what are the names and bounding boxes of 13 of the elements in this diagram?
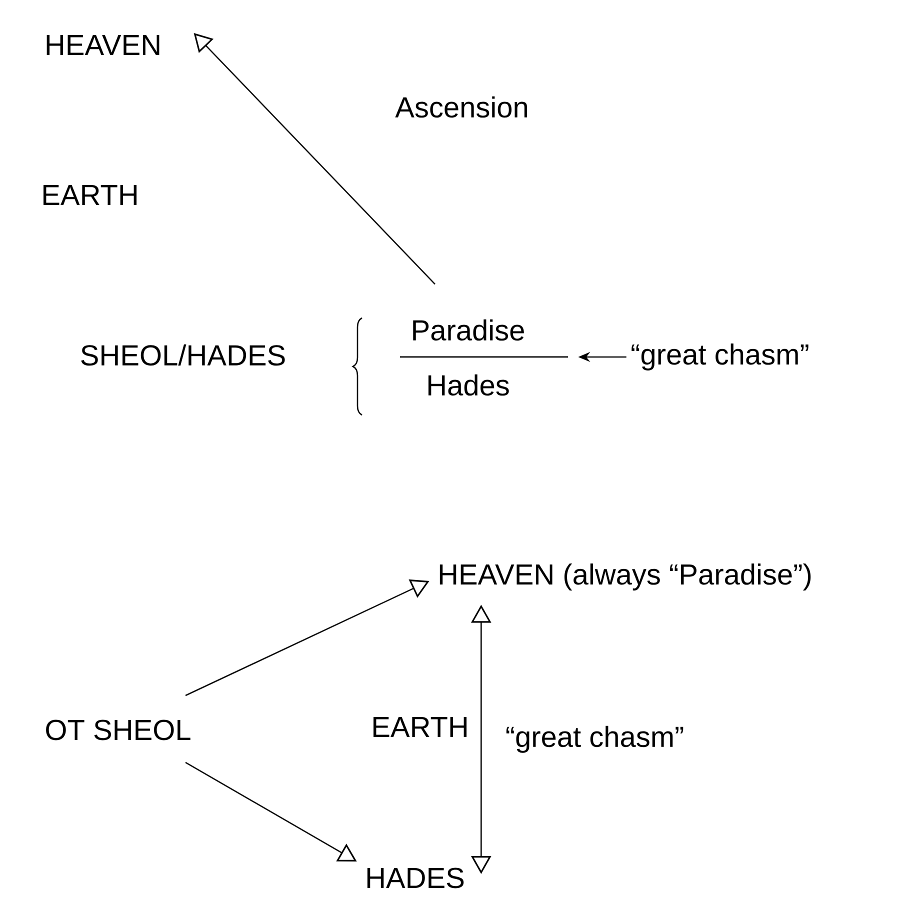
realm-label: EARTH: [374, 717, 467, 737]
region-label: Paradise: [413, 319, 524, 341]
divider-line: [400, 356, 568, 358]
region-label: Hades: [428, 374, 509, 396]
realm-label: HADES: [367, 868, 464, 888]
realm-label: EARTH: [44, 185, 137, 205]
edge-label: “great chasm”: [506, 726, 684, 753]
edge-label: Ascension: [395, 96, 527, 118]
note-label: “great chasm”: [632, 343, 808, 370]
realm-label: HEAVEN (always “Paradise”): [440, 563, 811, 590]
realm-label: HEAVEN: [46, 35, 160, 55]
realm-label: SHEOL/HADES: [81, 344, 285, 366]
realm-label: OT SHEOL: [46, 720, 190, 740]
